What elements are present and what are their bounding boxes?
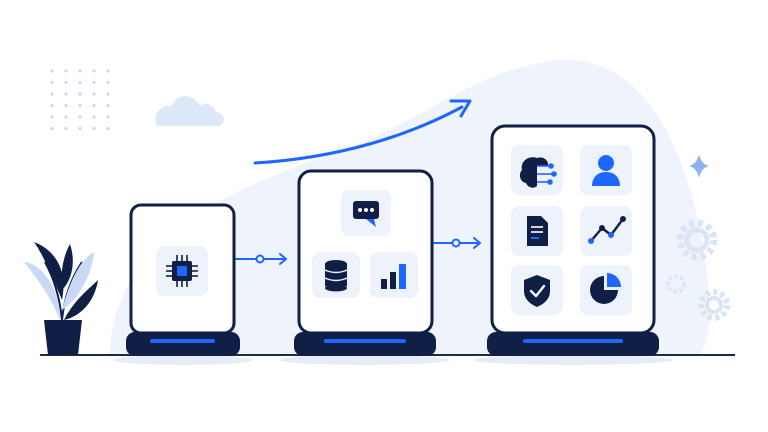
grid-dot [64, 115, 68, 119]
pie-chart-icon [590, 273, 621, 304]
grid-dot [50, 69, 54, 73]
brain-circuit-icon [519, 157, 557, 188]
grid-dot [50, 103, 54, 108]
bar-chart-icon [381, 264, 406, 289]
grid-dot [106, 115, 110, 119]
grid-dot [92, 103, 96, 108]
grid-dot [78, 126, 82, 131]
grid-dot [92, 69, 96, 73]
grid-dot [78, 80, 82, 85]
grid-dot [50, 80, 54, 85]
grid-dot [50, 115, 54, 119]
grid-dot [78, 115, 82, 119]
grid-dot [64, 103, 68, 108]
cloud-icon [155, 96, 224, 126]
connector-arrow-1 [235, 253, 287, 265]
grid-dot [106, 80, 110, 85]
grid-dot [106, 69, 110, 73]
grid-dot [64, 80, 68, 85]
dot-grid [50, 69, 110, 131]
chip-icon [166, 255, 198, 287]
gear-icon [666, 219, 730, 321]
line-chart-icon [588, 216, 626, 244]
grid-dot [64, 69, 68, 73]
grid-dot [106, 103, 110, 108]
grid-dot [78, 69, 82, 73]
grid-dot [78, 103, 82, 108]
grid-dot [50, 92, 54, 96]
document-icon [527, 216, 548, 246]
grid-dot [50, 126, 54, 131]
grid-dot [92, 115, 96, 119]
sparkle-icon [689, 154, 709, 178]
grid-dot [92, 92, 96, 96]
grid-dot [78, 92, 82, 96]
grid-dot [106, 126, 110, 131]
large-device [473, 124, 673, 365]
grid-dot [106, 92, 110, 96]
database-icon [324, 260, 348, 292]
growth-arrow-icon [253, 99, 472, 165]
small-device [113, 203, 253, 365]
shield-check-icon [524, 275, 550, 307]
grid-dot [64, 126, 68, 131]
plant-icon [24, 242, 98, 355]
user-icon [592, 155, 620, 186]
chat-bubble-icon [353, 201, 379, 227]
connector-arrow-2 [432, 237, 481, 249]
medium-device [280, 169, 450, 365]
grid-dot [64, 92, 68, 96]
grid-dot [92, 80, 96, 85]
grid-dot [92, 126, 96, 131]
